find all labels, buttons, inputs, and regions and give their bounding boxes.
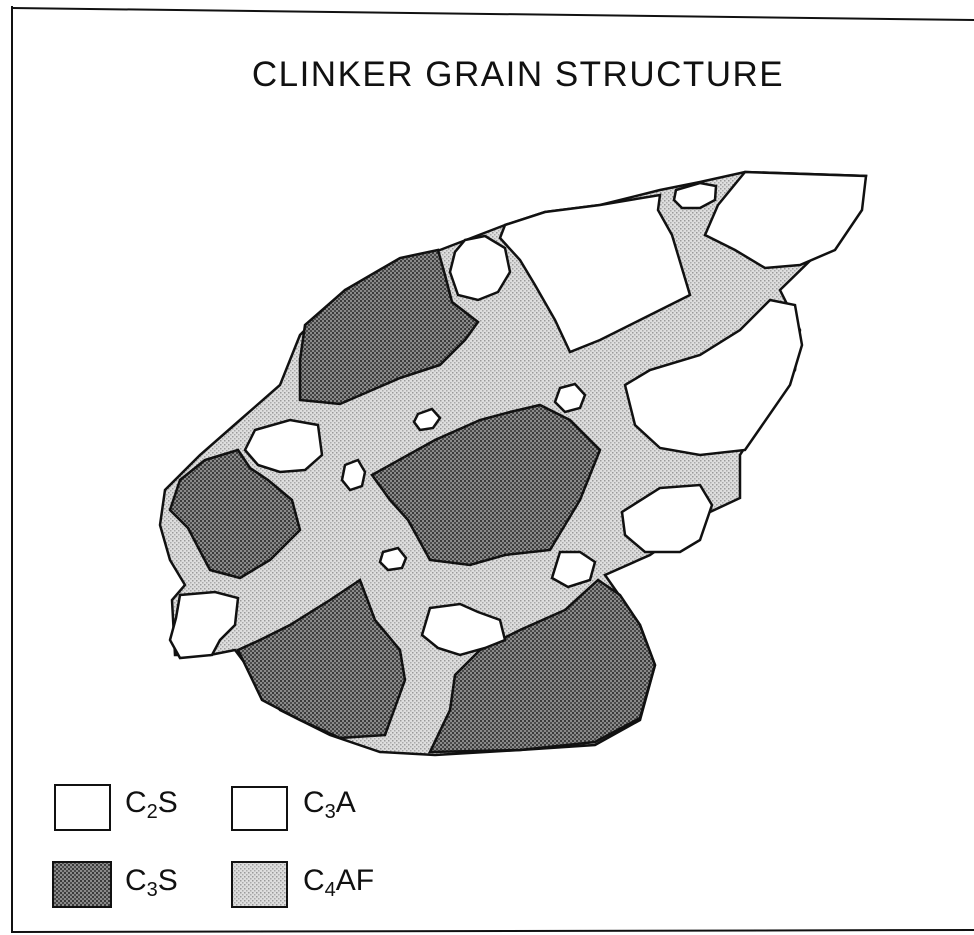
legend-subscript: 2 xyxy=(147,801,158,823)
legend-label-c4af: C4AF xyxy=(303,864,374,902)
legend-symbol: C xyxy=(303,786,325,819)
c2s-grain xyxy=(552,552,595,587)
legend-symbol-rest: S xyxy=(158,786,178,819)
legend-symbol-rest: A xyxy=(336,786,356,819)
c2s-grain xyxy=(380,548,406,570)
legend-swatch-c4af xyxy=(232,862,287,907)
legend-subscript: 4 xyxy=(325,879,336,901)
legend-symbol-rest: S xyxy=(158,864,178,897)
legend-swatch-c3s xyxy=(53,862,111,907)
c2s-grain xyxy=(342,460,365,490)
legend-symbol: C xyxy=(303,864,325,897)
legend-subscript: 3 xyxy=(325,801,336,823)
diagram-title: CLINKER GRAIN STRUCTURE xyxy=(0,55,974,95)
legend-label-c3s: C3S xyxy=(125,864,178,902)
legend-subscript: 3 xyxy=(147,879,158,901)
legend-label-c3a: C3A xyxy=(303,786,356,824)
legend-swatch-c2s xyxy=(55,785,110,830)
legend-label-c2s: C2S xyxy=(125,786,178,824)
legend-symbol-rest: AF xyxy=(336,864,374,897)
legend-symbol: C xyxy=(125,786,147,819)
legend-swatch-c3a xyxy=(232,787,287,830)
frame-top-border xyxy=(12,8,974,20)
c2s-grain xyxy=(555,384,585,412)
legend-symbol: C xyxy=(125,864,147,897)
